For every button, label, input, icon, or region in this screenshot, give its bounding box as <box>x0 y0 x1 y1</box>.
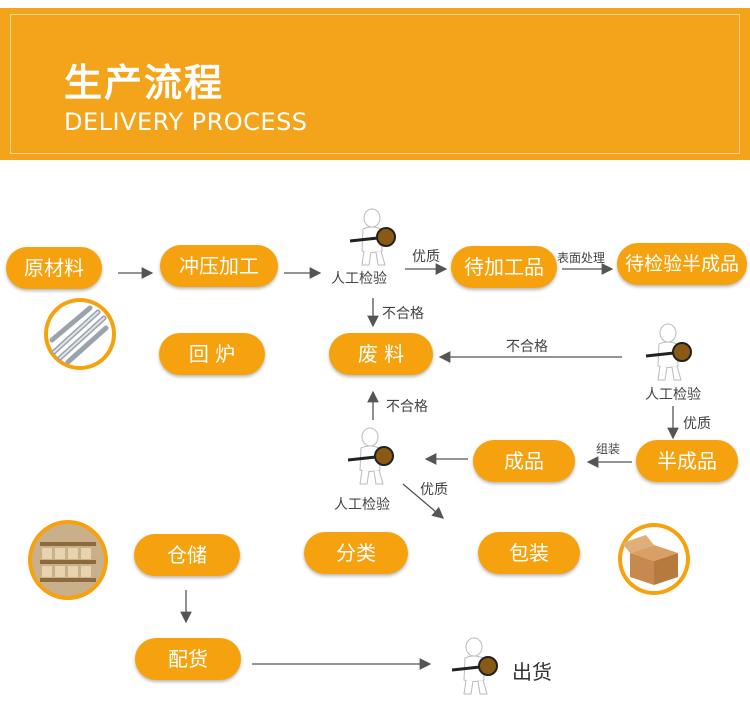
label-surface-treatment: 表面处理 <box>557 251 606 265</box>
label-manual-inspect-1: 人工检验 <box>331 271 387 287</box>
label-quality-good-2: 优质 <box>683 416 711 432</box>
inspector-magnifier-icon <box>645 323 692 381</box>
metal-tubes-icon <box>44 298 116 370</box>
node-scrap: 废 料 <box>329 333 433 375</box>
label-manual-inspect-2: 人工检验 <box>645 387 701 403</box>
label-unqualified-3: 不合格 <box>386 399 428 415</box>
label-unqualified-1: 不合格 <box>382 306 424 322</box>
banner-frame <box>10 14 740 154</box>
label-quality-good-3: 优质 <box>420 482 448 498</box>
cardboard-box-icon <box>618 523 690 595</box>
page-subtitle: DELIVERY PROCESS <box>64 108 308 136</box>
node-furnace: 回 炉 <box>159 333 265 375</box>
inspector-magnifier-icon <box>349 208 396 266</box>
node-storage: 仓储 <box>134 534 240 576</box>
node-to-process: 待加工品 <box>451 246 557 288</box>
node-ship: 出货 <box>512 660 552 684</box>
node-classify: 分类 <box>304 532 408 574</box>
node-semi-to-inspect: 待检验半成品 <box>617 243 747 285</box>
inspector-magnifier-icon <box>451 637 498 695</box>
node-delivery-prep: 配货 <box>135 638 241 680</box>
node-packing: 包装 <box>478 532 580 574</box>
node-raw-material: 原材料 <box>6 247 102 289</box>
node-semi-finished: 半成品 <box>636 440 738 482</box>
label-quality-good-1: 优质 <box>412 249 440 265</box>
label-assembly: 组装 <box>596 442 621 456</box>
node-stamping: 冲压加工 <box>160 245 278 287</box>
page-title: 生产流程 <box>64 61 225 105</box>
inspector-magnifier-icon <box>347 427 394 485</box>
header-banner <box>0 8 750 160</box>
warehouse-icon <box>28 520 108 600</box>
label-unqualified-2: 不合格 <box>506 339 548 355</box>
label-manual-inspect-3: 人工检验 <box>334 497 390 513</box>
arrow-inspect3-to-classify <box>402 483 444 519</box>
node-finished: 成品 <box>473 440 575 482</box>
